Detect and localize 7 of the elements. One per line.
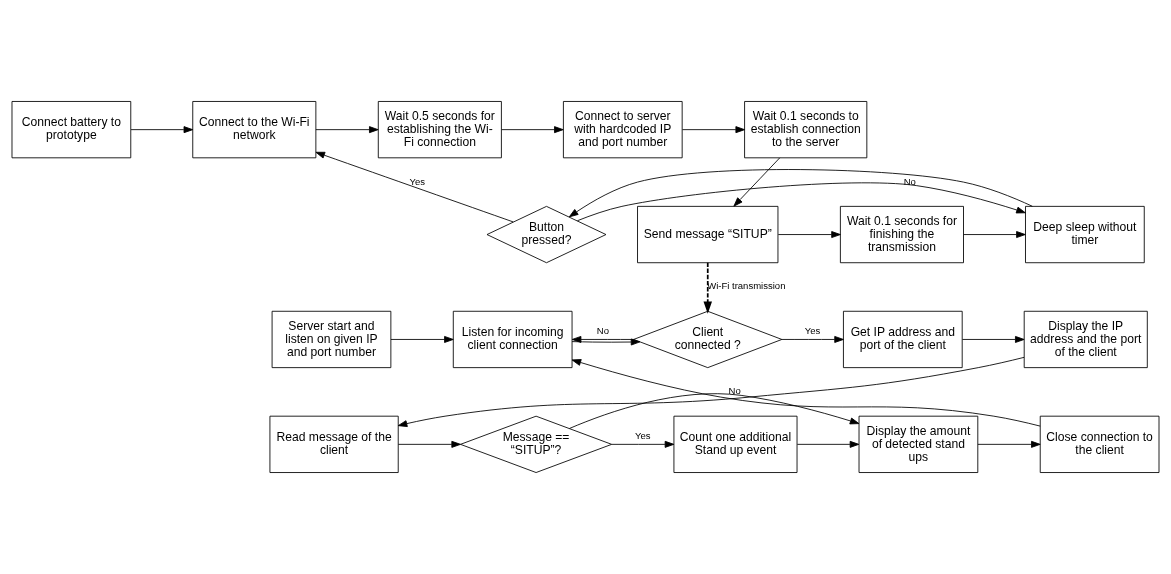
edge-label: No (903, 175, 916, 187)
edge-label: Yes (804, 325, 821, 337)
edge-label: Yes (409, 175, 426, 187)
edge-label: Yes (635, 429, 651, 441)
edge-label: No (728, 385, 741, 397)
edge-label: Wi-Fi transmission (707, 280, 786, 292)
edge-label: No (596, 325, 610, 337)
